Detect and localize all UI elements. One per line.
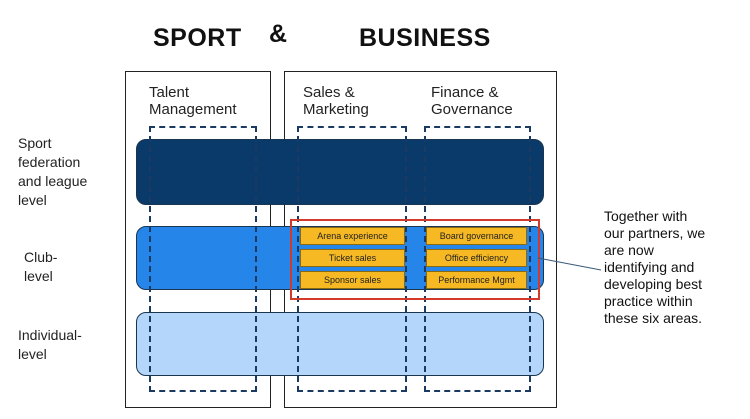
sales-dashed-outline (297, 126, 407, 392)
six-areas-highlight-box (290, 219, 540, 300)
row-label-individual-level: Individual-level (18, 327, 82, 362)
finance-dashed-outline (424, 126, 531, 392)
heading-business: BUSINESS (359, 24, 491, 52)
column-label-sales-marketing: Sales &Marketing (303, 84, 369, 118)
practice-area-ticket-sales: Ticket sales (300, 249, 405, 267)
practice-area-board-governance: Board governance (426, 227, 527, 245)
column-label-finance-governance: Finance &Governance (431, 84, 513, 118)
heading-sport: SPORT (153, 24, 242, 52)
sport-federation-band (136, 139, 544, 205)
row-label-club-level: Club-level (24, 249, 58, 284)
callout-connector-line (537, 257, 602, 271)
heading-ampersand: & (269, 20, 288, 48)
practice-area-sponsor-sales: Sponsor sales (300, 271, 405, 289)
practice-area-arena-experience: Arena experience (300, 227, 405, 245)
practice-area-performance-mgmt: Performance Mgmt (426, 271, 527, 289)
individual-level-band (136, 312, 544, 376)
talent-dashed-outline (149, 126, 257, 392)
practice-area-office-efficiency: Office efficiency (426, 249, 527, 267)
